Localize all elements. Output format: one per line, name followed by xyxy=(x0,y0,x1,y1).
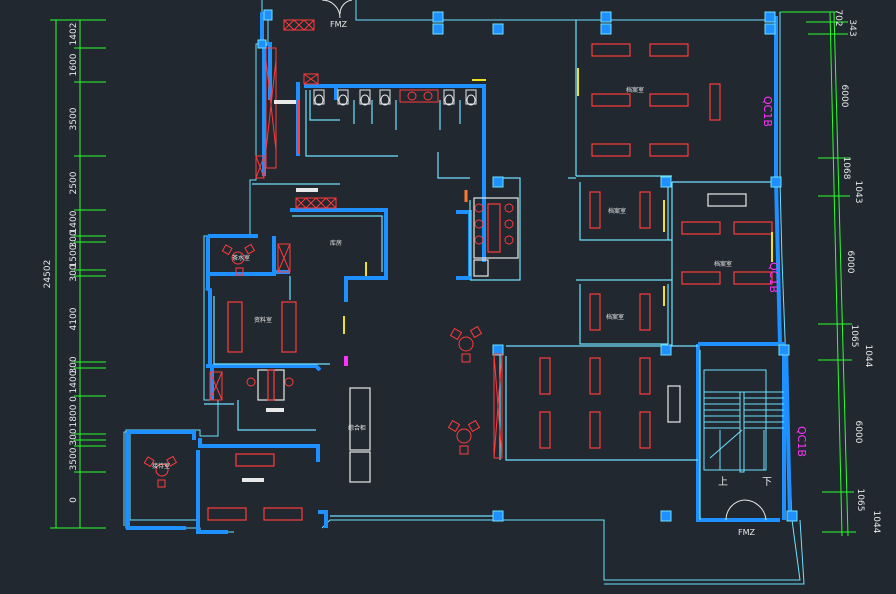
sinks xyxy=(303,73,439,103)
room-label-reception: 接待室 xyxy=(152,462,170,470)
right-dimension-label: 6000 xyxy=(845,251,855,274)
left-dimension-label: 300 xyxy=(69,428,79,445)
room-label-archive-4: 档案室 xyxy=(606,313,624,321)
left-dimension-label: 1402 xyxy=(69,23,79,46)
room-label-records: 资料室 xyxy=(254,316,272,324)
right-dimension-label: 1068 xyxy=(841,157,851,180)
left-dimension-label: 2500 xyxy=(69,171,79,194)
left-dimension-label: 1600 xyxy=(69,53,79,76)
room-label-archive-1: 档案室 xyxy=(626,86,644,94)
left-dimension-label: 0 xyxy=(69,497,79,503)
axis-tag-3: QC1B xyxy=(795,426,808,457)
round-tables xyxy=(143,243,483,488)
right-dimension-label: 1044 xyxy=(863,345,873,368)
room-label-archive-2: 档案室 xyxy=(608,207,626,215)
axis-tag-1: QC1B xyxy=(761,96,774,127)
left-dimension-label: 4100 xyxy=(69,307,79,330)
right-dimension-label: 6000 xyxy=(839,85,849,108)
right-dimension-label: 1044 xyxy=(871,511,881,534)
doors xyxy=(321,0,767,521)
staircase xyxy=(703,369,784,473)
structural-columns xyxy=(257,9,798,522)
right-dimension-label: 1043 xyxy=(853,181,863,204)
left-dimension-labels: 1402160035002500140030015003004100300140… xyxy=(69,23,79,503)
right-dimension-label: 343 xyxy=(847,19,857,36)
left-dimension-label: 1400 xyxy=(69,210,79,233)
left-total-dimension: 24502 xyxy=(43,260,53,289)
stair-up-label: 上 xyxy=(718,476,728,488)
room-label-cabinet: 综合柜 xyxy=(348,424,366,432)
restroom-fixtures xyxy=(313,89,477,106)
right-dimension-label: 1065 xyxy=(855,489,865,512)
room-label-storage: 库房 xyxy=(330,239,342,247)
right-dimension-chain xyxy=(780,11,856,537)
chairs xyxy=(246,203,514,387)
stair-down-label: 下 xyxy=(762,477,772,488)
left-dimension-label: 3500 xyxy=(69,107,79,130)
archive-shelving xyxy=(207,43,773,521)
left-dimension-label: 300 xyxy=(69,356,79,373)
left-dimension-label: 3500 xyxy=(69,447,79,470)
right-dimension-label: 702 xyxy=(833,9,843,26)
door-tag-bottom: FMZ xyxy=(738,528,756,537)
right-dimension-label: 6000 xyxy=(853,421,863,444)
left-dimension-label: 300 xyxy=(69,230,79,247)
shaft-boxes xyxy=(209,19,503,459)
room-labels: 档案室 档案室 档案室 档案室 茶水室 库房 资料室 综合柜 接待室 xyxy=(152,86,732,470)
right-dimension-label: 1065 xyxy=(849,325,859,348)
left-dimension-label: 300 xyxy=(69,264,79,281)
left-dimension-label: 1500 xyxy=(69,244,79,267)
left-dimension-label: 0 xyxy=(69,396,79,402)
left-dimension-chain xyxy=(50,19,106,529)
axis-tag-2: QC1B xyxy=(767,262,780,293)
door-tag-top: FMZ xyxy=(330,20,348,29)
left-dimension-label: 1400 xyxy=(69,370,79,393)
white-markers xyxy=(242,100,318,482)
left-dimension-label: 1800 xyxy=(69,404,79,427)
accent-marks xyxy=(297,68,773,366)
room-label-tea: 茶水室 xyxy=(232,254,250,262)
room-label-archive-3: 档案室 xyxy=(714,260,732,268)
